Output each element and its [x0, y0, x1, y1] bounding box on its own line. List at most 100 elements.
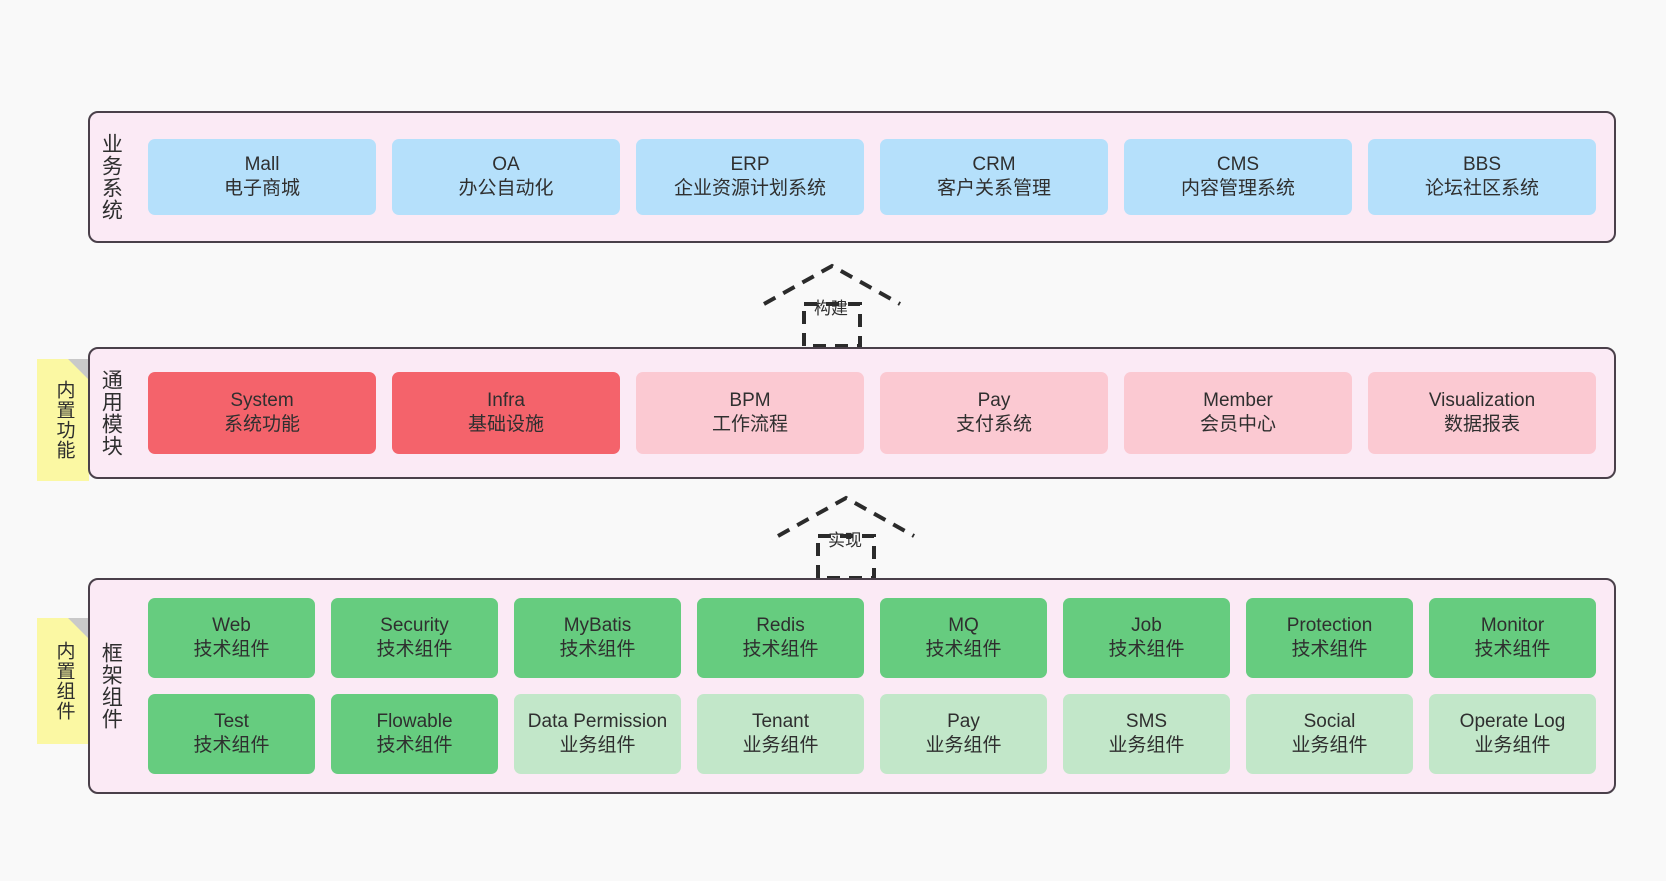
card-subtitle: 技术组件: [193, 639, 270, 660]
card-redis[interactable]: Redis 技术组件: [697, 598, 864, 678]
card-subtitle: 技术组件: [193, 735, 270, 756]
card-crm[interactable]: CRM 客户关系管理: [880, 139, 1108, 215]
card-visualization[interactable]: Visualization 数据报表: [1368, 372, 1596, 454]
card-title: Web: [212, 614, 251, 636]
note-fold-corner: [68, 359, 89, 380]
card-erp[interactable]: ERP 企业资源计划系统: [636, 139, 864, 215]
card-subtitle: 技术组件: [1108, 639, 1185, 660]
card-title: Social: [1303, 710, 1356, 732]
card-title: Data Permission: [527, 710, 668, 732]
layer-body-business-systems: Mall 电子商城 OA 办公自动化 ERP 企业资源计划系统 CRM 客户关系…: [130, 113, 1614, 241]
card-pay-biz[interactable]: Pay 业务组件: [880, 694, 1047, 774]
card-tenant[interactable]: Tenant 业务组件: [697, 694, 864, 774]
card-title: Member: [1203, 389, 1273, 411]
sticky-note-builtin-components: 内置组件: [37, 618, 89, 744]
card-subtitle: 技术组件: [376, 735, 453, 756]
card-title: OA: [492, 153, 520, 175]
card-subtitle: 基础设施: [467, 414, 544, 435]
card-social[interactable]: Social 业务组件: [1246, 694, 1413, 774]
card-subtitle: 系统功能: [223, 414, 300, 435]
layer-framework-components[interactable]: 框架组件 Web 技术组件 Security 技术组件 MyBatis 技术组件…: [88, 578, 1616, 794]
card-pay[interactable]: Pay 支付系统: [880, 372, 1108, 454]
card-sms[interactable]: SMS 业务组件: [1063, 694, 1230, 774]
framework-row-biz: Test 技术组件 Flowable 技术组件 Data Permission …: [148, 694, 1596, 774]
card-operate-log[interactable]: Operate Log 业务组件: [1429, 694, 1596, 774]
layer-title-framework-components: 框架组件: [99, 642, 123, 730]
card-subtitle: 电子商城: [223, 178, 300, 199]
card-title: Tenant: [751, 710, 810, 732]
card-subtitle: 论坛社区系统: [1424, 178, 1539, 199]
card-protection[interactable]: Protection 技术组件: [1246, 598, 1413, 678]
card-flowable[interactable]: Flowable 技术组件: [331, 694, 498, 774]
card-cms[interactable]: CMS 内容管理系统: [1124, 139, 1352, 215]
card-subtitle: 技术组件: [376, 639, 453, 660]
card-title: Flowable: [376, 710, 453, 732]
connector-build: 构建: [752, 258, 912, 348]
card-subtitle: 技术组件: [925, 639, 1002, 660]
card-monitor[interactable]: Monitor 技术组件: [1429, 598, 1596, 678]
card-job[interactable]: Job 技术组件: [1063, 598, 1230, 678]
card-title: Monitor: [1480, 614, 1545, 636]
card-mq[interactable]: MQ 技术组件: [880, 598, 1047, 678]
card-title: Visualization: [1428, 389, 1536, 411]
layer-body-framework-components: Web 技术组件 Security 技术组件 MyBatis 技术组件 Redi…: [130, 580, 1614, 792]
card-title: MyBatis: [563, 614, 632, 636]
connector-build-label: 构建: [814, 299, 848, 318]
card-title: Redis: [756, 614, 805, 636]
card-title: BPM: [729, 389, 771, 411]
sticky-note-builtin-features: 内置功能: [37, 359, 89, 481]
layer-title-business-systems: 业务系统: [99, 133, 123, 221]
layer-business-systems[interactable]: 业务系统 Mall 电子商城 OA 办公自动化 ERP 企业资源计划系统 CRM…: [88, 111, 1616, 243]
connector-implement: 实现: [766, 490, 926, 580]
card-subtitle: 内容管理系统: [1180, 178, 1295, 199]
card-oa[interactable]: OA 办公自动化: [392, 139, 620, 215]
card-subtitle: 数据报表: [1443, 414, 1520, 435]
sticky-note-label: 内置组件: [53, 641, 75, 721]
card-title: CMS: [1216, 153, 1260, 175]
card-title: Pay: [977, 389, 1011, 411]
card-subtitle: 会员中心: [1199, 414, 1276, 435]
layer-body-common-modules: System 系统功能 Infra 基础设施 BPM 工作流程 Pay 支付系统…: [130, 349, 1614, 477]
layer-common-modules[interactable]: 通用模块 System 系统功能 Infra 基础设施 BPM 工作流程 Pay…: [88, 347, 1616, 479]
card-mall[interactable]: Mall 电子商城: [148, 139, 376, 215]
card-title: BBS: [1462, 153, 1502, 175]
sticky-note-label: 内置功能: [53, 380, 75, 460]
card-data-permission[interactable]: Data Permission 业务组件: [514, 694, 681, 774]
card-title: Test: [214, 710, 249, 732]
card-subtitle: 业务组件: [925, 735, 1002, 756]
card-subtitle: 业务组件: [559, 735, 636, 756]
card-web[interactable]: Web 技术组件: [148, 598, 315, 678]
card-subtitle: 业务组件: [1108, 735, 1185, 756]
card-subtitle: 技术组件: [1474, 639, 1551, 660]
card-title: Protection: [1286, 614, 1373, 636]
card-title: Mall: [244, 153, 280, 175]
card-title: System: [230, 389, 294, 411]
card-system[interactable]: System 系统功能: [148, 372, 376, 454]
card-subtitle: 技术组件: [559, 639, 636, 660]
framework-row-tech: Web 技术组件 Security 技术组件 MyBatis 技术组件 Redi…: [148, 598, 1596, 678]
card-bbs[interactable]: BBS 论坛社区系统: [1368, 139, 1596, 215]
card-title: Security: [380, 614, 449, 636]
connector-build-arrow: [763, 263, 901, 348]
card-title: Infra: [486, 389, 526, 411]
card-subtitle: 技术组件: [1291, 639, 1368, 660]
card-title: Pay: [947, 710, 980, 732]
card-subtitle: 业务组件: [1474, 735, 1551, 756]
card-subtitle: 业务组件: [742, 735, 819, 756]
card-infra[interactable]: Infra 基础设施: [392, 372, 620, 454]
card-title: Job: [1131, 614, 1162, 636]
card-title: MQ: [948, 614, 979, 636]
card-test[interactable]: Test 技术组件: [148, 694, 315, 774]
card-mybatis[interactable]: MyBatis 技术组件: [514, 598, 681, 678]
card-subtitle: 工作流程: [711, 414, 788, 435]
card-title: CRM: [972, 153, 1016, 175]
card-subtitle: 技术组件: [742, 639, 819, 660]
card-subtitle: 办公自动化: [458, 178, 554, 199]
card-bpm[interactable]: BPM 工作流程: [636, 372, 864, 454]
card-security[interactable]: Security 技术组件: [331, 598, 498, 678]
layer-title-common-modules: 通用模块: [99, 369, 123, 457]
card-title: SMS: [1125, 710, 1168, 732]
note-fold-corner: [68, 618, 89, 639]
card-member[interactable]: Member 会员中心: [1124, 372, 1352, 454]
